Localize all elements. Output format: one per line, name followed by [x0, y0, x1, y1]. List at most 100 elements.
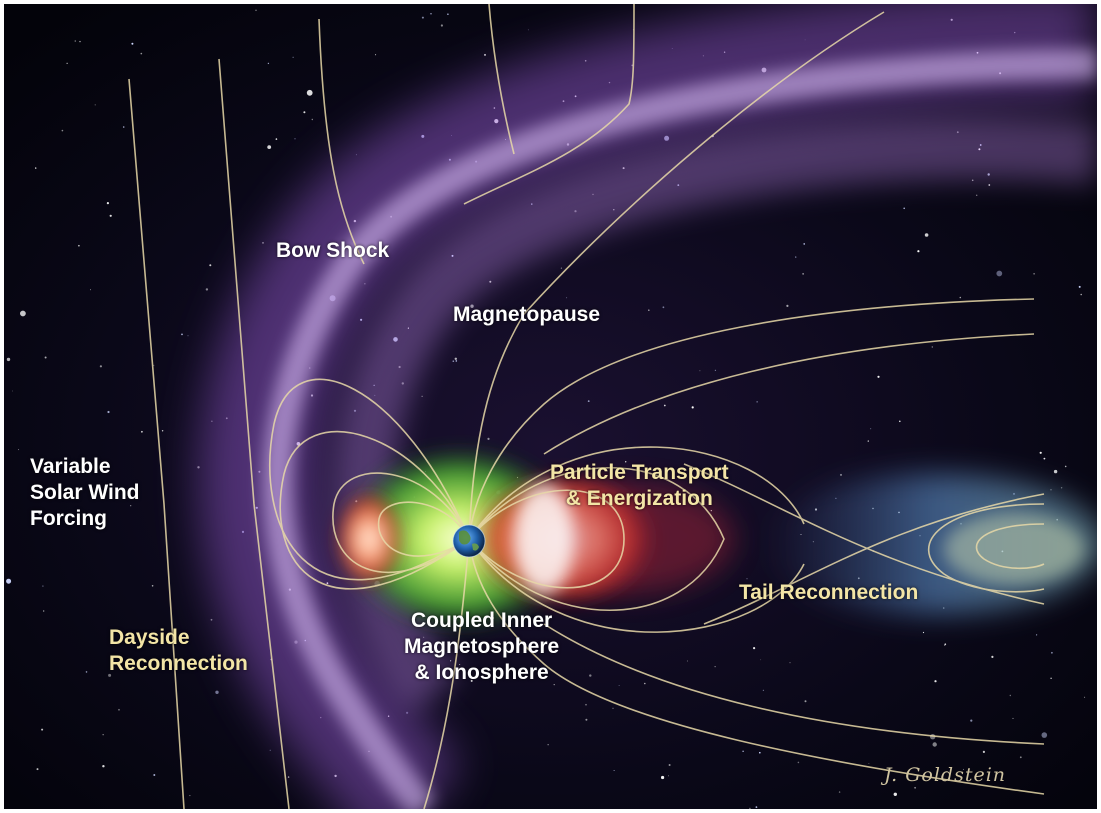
star [1053, 469, 1058, 474]
star [454, 357, 457, 360]
star [922, 631, 925, 634]
star [452, 360, 455, 363]
star [287, 776, 290, 778]
star [6, 578, 12, 584]
field-lines [128, 4, 1045, 809]
star [36, 768, 39, 771]
star [644, 682, 646, 685]
star [786, 304, 789, 307]
star [161, 430, 164, 432]
star [760, 659, 762, 661]
star [215, 690, 219, 694]
star [131, 42, 134, 45]
star [181, 333, 183, 336]
star [430, 13, 432, 15]
star [306, 89, 313, 96]
star [94, 104, 96, 106]
star [209, 264, 212, 267]
star [122, 126, 125, 128]
star [668, 775, 669, 777]
star [153, 364, 155, 366]
star [375, 54, 377, 56]
magnetopause-label: Magnetopause [453, 303, 601, 326]
star [459, 664, 461, 665]
star [421, 16, 424, 19]
star [970, 719, 973, 722]
star [789, 662, 791, 664]
star [746, 578, 748, 580]
star [1036, 634, 1038, 636]
star [714, 369, 717, 371]
star [691, 406, 694, 409]
star [41, 728, 44, 731]
star [802, 273, 804, 275]
star [6, 357, 11, 362]
star [43, 610, 45, 612]
star [79, 40, 81, 43]
star [661, 775, 665, 780]
star [877, 375, 880, 378]
star [804, 700, 807, 703]
star [130, 505, 132, 507]
star [12, 390, 14, 392]
star [1019, 756, 1022, 759]
star [988, 184, 991, 186]
star [742, 750, 744, 752]
star [547, 744, 549, 746]
star [205, 288, 209, 291]
star [662, 306, 665, 309]
star [932, 742, 937, 747]
star [1051, 651, 1053, 654]
star [450, 660, 452, 662]
star [982, 750, 986, 754]
star [267, 62, 270, 65]
star [1043, 457, 1046, 460]
star [267, 145, 272, 150]
bow-shock-label: Bow Shock [276, 239, 390, 262]
star [1084, 696, 1086, 698]
star [421, 395, 423, 397]
star [668, 764, 671, 766]
star [589, 674, 592, 677]
star [85, 671, 88, 673]
star [269, 749, 271, 751]
star [893, 792, 897, 796]
star [1033, 273, 1035, 275]
star [613, 770, 615, 771]
tail-reconnection-label: Tail Reconnection [739, 581, 919, 604]
solar-wind-label: Variable Solar Wind Forcing [30, 455, 140, 530]
star [141, 430, 143, 433]
star [153, 774, 156, 776]
star [210, 618, 213, 621]
star [587, 400, 590, 402]
star [1060, 487, 1063, 489]
star [756, 401, 758, 403]
star [187, 335, 189, 337]
star [759, 751, 761, 754]
star [838, 791, 841, 793]
star [934, 680, 937, 683]
ring-current-glow-left [334, 489, 404, 589]
star [914, 786, 916, 789]
star [292, 56, 294, 58]
star [90, 289, 91, 291]
star [663, 404, 666, 407]
star [699, 370, 701, 372]
star [924, 233, 929, 237]
star [976, 194, 978, 196]
star [42, 585, 44, 587]
particle-transport-label: Particle Transport & Energization [550, 461, 729, 510]
star [749, 807, 751, 809]
star [151, 585, 154, 587]
star [35, 167, 37, 169]
star [78, 244, 80, 247]
star [102, 734, 104, 736]
star [275, 138, 278, 140]
star [294, 138, 296, 140]
star [118, 708, 120, 711]
star [189, 795, 191, 797]
star [553, 684, 555, 686]
star [566, 297, 568, 299]
star [1009, 694, 1011, 697]
star [755, 806, 758, 808]
